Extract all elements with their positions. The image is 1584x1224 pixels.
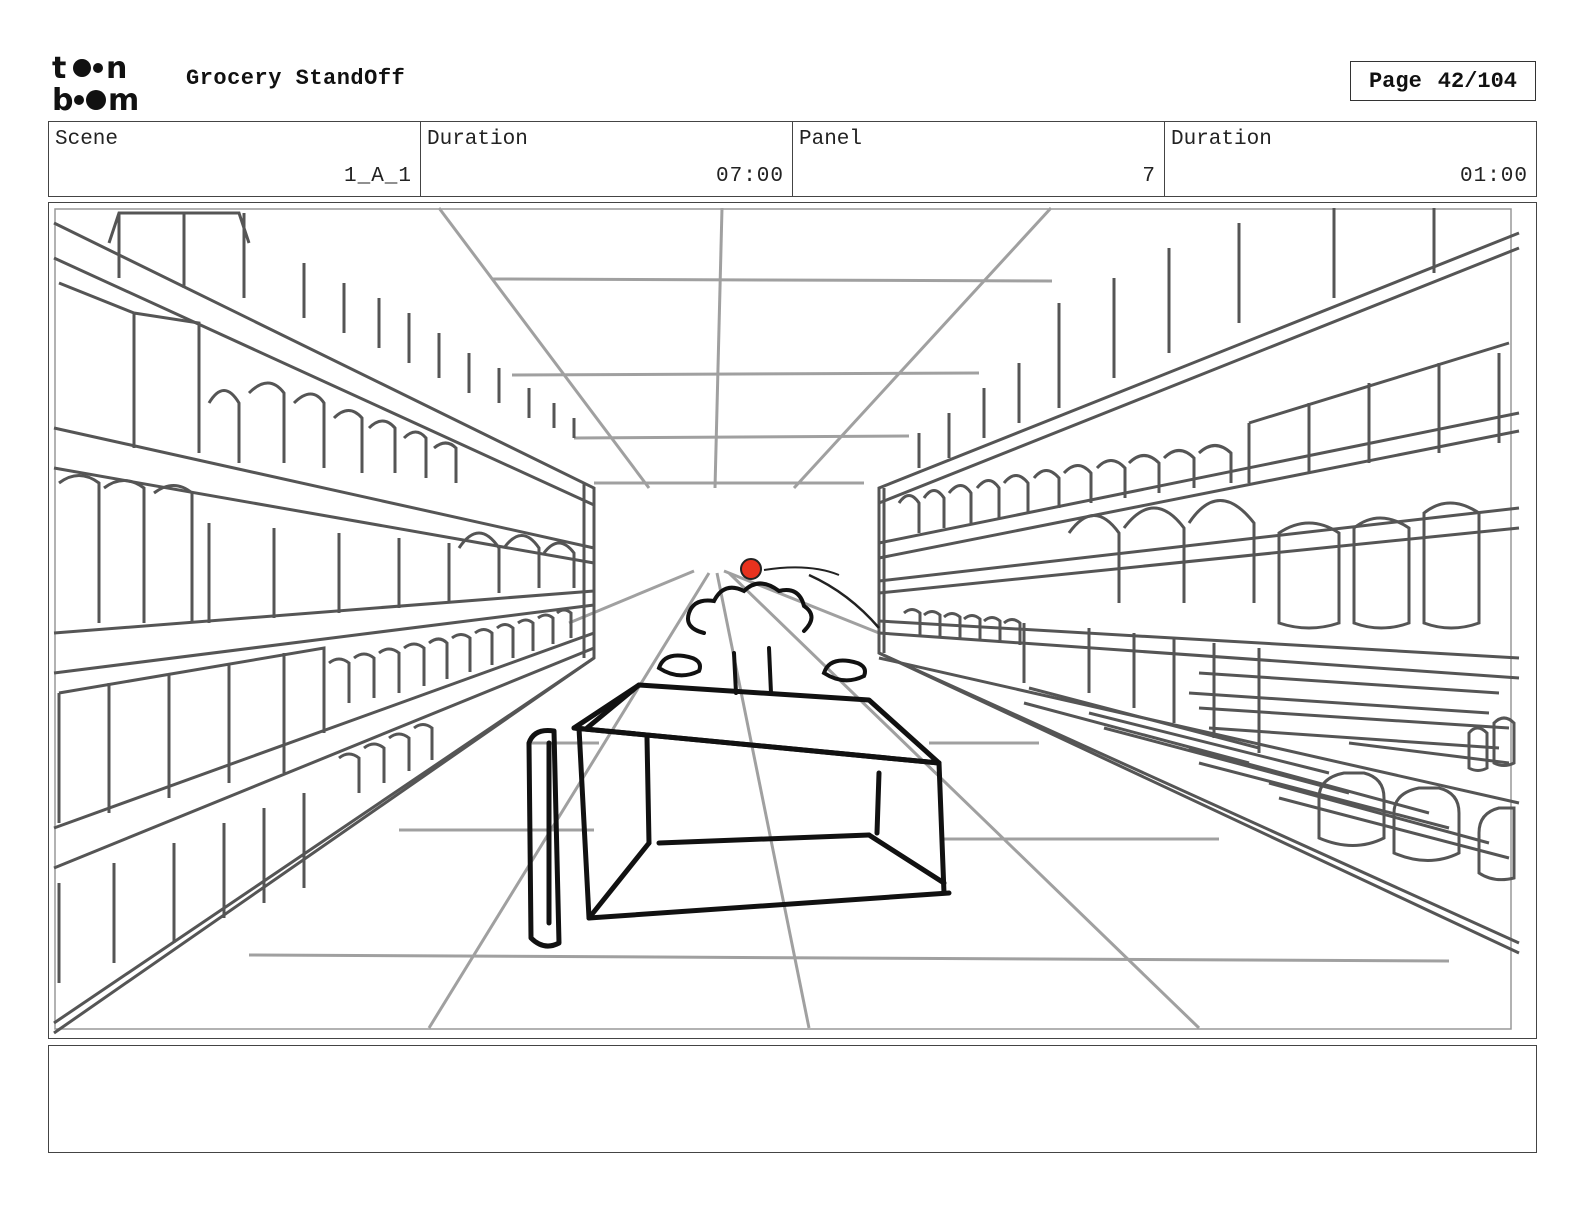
panel-duration-value: 01:00 [1459,165,1528,188]
page-indicator: Page 42/104 [1350,61,1536,101]
panel-info-table: Scene 1_A_1 Duration 07:00 Panel 7 Durat… [48,121,1537,197]
toon-boom-logo: t n b m [52,50,164,118]
scene-label: Scene [55,128,119,151]
page-number: 42/104 [1437,68,1518,94]
character-sketch [656,581,867,695]
checkout-counter-sketch [526,682,952,949]
svg-text:n: n [106,51,127,86]
svg-text:m: m [108,83,139,114]
svg-text:b: b [52,83,73,114]
panel-label: Panel [799,128,863,151]
scene-duration-value: 07:00 [715,165,784,188]
page-label: Page [1368,68,1422,94]
panel-cell: Panel 7 [793,122,1165,196]
scene-cell: Scene 1_A_1 [49,122,421,196]
right-shelves [877,208,1520,955]
perspective-guides [248,206,1450,1030]
storyboard-title: Grocery StandOff [186,66,406,91]
panel-value: 7 [1142,165,1156,188]
storyboard-panel [48,202,1537,1039]
panel-duration-cell: Duration 01:00 [1165,122,1536,196]
panel-notes-box[interactable] [48,1045,1537,1153]
scene-duration-cell: Duration 07:00 [421,122,793,196]
thrown-tomato [740,558,880,629]
panel-duration-label: Duration [1171,128,1272,151]
panel-sketch [53,206,1520,1035]
scene-value: 1_A_1 [343,165,412,188]
scene-duration-label: Duration [427,128,528,151]
left-shelves [53,211,596,1035]
svg-text:t: t [52,51,66,86]
